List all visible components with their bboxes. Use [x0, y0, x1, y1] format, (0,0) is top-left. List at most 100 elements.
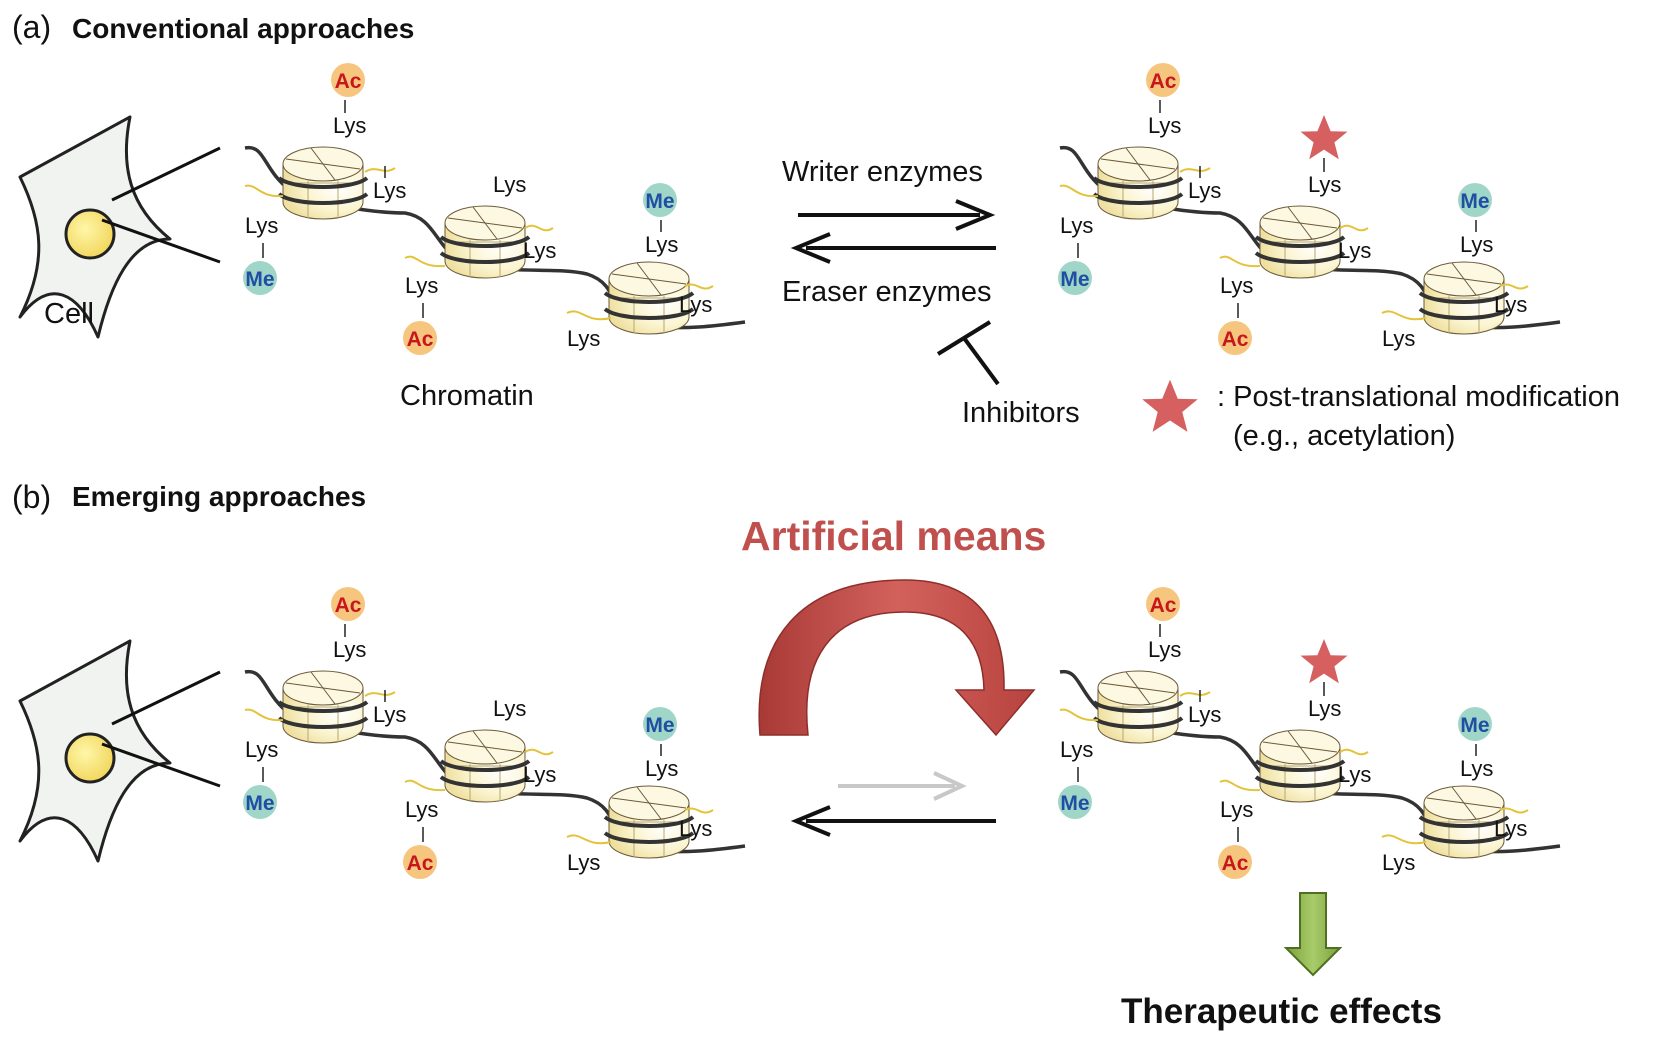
- methyl-badge: [1458, 183, 1492, 217]
- legend-text-line1: : Post-translational modification: [1217, 381, 1620, 413]
- lysine-label: Lys: [1494, 292, 1527, 317]
- histone-tail: [1219, 255, 1261, 268]
- methyl-label: Me: [1460, 714, 1489, 737]
- nucleosome: [277, 145, 369, 221]
- methyl-badge: [243, 261, 277, 295]
- methyl-badge: [243, 785, 277, 819]
- lysine-label: Lys: [1220, 797, 1253, 822]
- faded-writer-arrow: [838, 771, 967, 801]
- nucleosome: [1092, 669, 1184, 745]
- lysine-label: Lys: [405, 273, 438, 298]
- histone-tail: [524, 224, 554, 232]
- acetyl-badge: [403, 321, 437, 355]
- acetyl-badge: [1218, 845, 1252, 879]
- zoom-line: [111, 670, 221, 726]
- methyl-badge: [1058, 785, 1092, 819]
- artificial-means-label: Artificial means: [741, 513, 1046, 559]
- eraser-arrow: [790, 232, 996, 264]
- panel-a-title: Conventional approaches: [72, 13, 414, 44]
- lysine-label: Lys: [645, 232, 678, 257]
- lysine-label: Lys: [333, 637, 366, 662]
- methyl-label: Me: [245, 792, 274, 815]
- cell-icon: [18, 115, 172, 339]
- lysine-label: Lys: [523, 238, 556, 263]
- methyl-badge: [1458, 707, 1492, 741]
- panel-a-letter: (a): [12, 9, 51, 45]
- lysine-label: Lys: [567, 850, 600, 875]
- lysine-label: Lys: [1382, 326, 1415, 351]
- acetyl-badge: [1146, 63, 1180, 97]
- lysine-label: Lys: [1220, 273, 1253, 298]
- lysine-label: Lys: [373, 178, 406, 203]
- writer-arrow: [798, 199, 996, 231]
- lysine-label: Lys: [679, 292, 712, 317]
- lysine-label: Lys: [493, 172, 526, 197]
- histone-tail: [1339, 748, 1369, 756]
- histone-tail: [1059, 708, 1099, 722]
- acetyl-label: Ac: [1150, 70, 1177, 93]
- lysine-label: Lys: [405, 797, 438, 822]
- methyl-label: Me: [1060, 792, 1089, 815]
- histone-tail: [1219, 779, 1261, 792]
- methyl-badge: [643, 707, 677, 741]
- acetyl-label: Ac: [1150, 594, 1177, 617]
- therapeutic-effects-label: Therapeutic effects: [1121, 992, 1442, 1031]
- methyl-label: Me: [245, 268, 274, 291]
- histone-tail: [524, 748, 554, 756]
- lysine-label: Lys: [333, 113, 366, 138]
- panel-b-title: Emerging approaches: [72, 481, 366, 512]
- cell-icon: [18, 639, 172, 863]
- lysine-label: Lys: [1460, 232, 1493, 257]
- eraser-arrow: [790, 805, 996, 837]
- zoom-line: [111, 146, 221, 202]
- lysine-label: Lys: [1188, 702, 1221, 727]
- acetyl-label: Ac: [1222, 852, 1249, 875]
- histone-tail: [364, 167, 396, 173]
- ptm-star-icon: [1300, 115, 1348, 160]
- acetyl-badge: [331, 63, 365, 97]
- lysine-label: Lys: [1494, 816, 1527, 841]
- lysine-label: Lys: [1308, 696, 1341, 721]
- acetyl-label: Ac: [407, 852, 434, 875]
- lysine-label: Lys: [1382, 850, 1415, 875]
- lysine-label: Lys: [493, 696, 526, 721]
- methyl-label: Me: [645, 190, 674, 213]
- nucleosome: [439, 204, 531, 280]
- acetyl-badge: [1146, 587, 1180, 621]
- lysine-label: Lys: [373, 702, 406, 727]
- histone-tail: [1179, 167, 1211, 173]
- histone-tail: [1499, 807, 1529, 814]
- methyl-label: Me: [1460, 190, 1489, 213]
- cell-label: Cell: [44, 298, 94, 330]
- ptm-star-icon: [1300, 639, 1348, 684]
- acetyl-badge: [403, 845, 437, 879]
- legend-text-line2: (e.g., acetylation): [1233, 420, 1455, 452]
- histone-tail: [684, 283, 714, 290]
- lysine-label: Lys: [1308, 172, 1341, 197]
- lysine-label: Lys: [523, 762, 556, 787]
- nucleosome: [439, 728, 531, 804]
- acetyl-badge: [1218, 321, 1252, 355]
- lysine-label: Lys: [1060, 737, 1093, 762]
- lysine-label: Lys: [1148, 637, 1181, 662]
- artificial-means-arrow: [758, 579, 1036, 737]
- acetyl-label: Ac: [1222, 328, 1249, 351]
- histone-tail: [566, 310, 612, 321]
- lysine-label: Lys: [567, 326, 600, 351]
- acetyl-badge: [331, 587, 365, 621]
- nucleosome: [1254, 204, 1346, 280]
- histone-tail: [404, 779, 446, 792]
- acetyl-label: Ac: [335, 70, 362, 93]
- acetyl-label: Ac: [407, 328, 434, 351]
- lysine-label: Lys: [1188, 178, 1221, 203]
- nucleosome: [1092, 145, 1184, 221]
- histone-tail: [1059, 184, 1099, 198]
- histone-tail: [364, 691, 396, 697]
- lysine-label: Lys: [1060, 213, 1093, 238]
- lysine-label: Lys: [1338, 238, 1371, 263]
